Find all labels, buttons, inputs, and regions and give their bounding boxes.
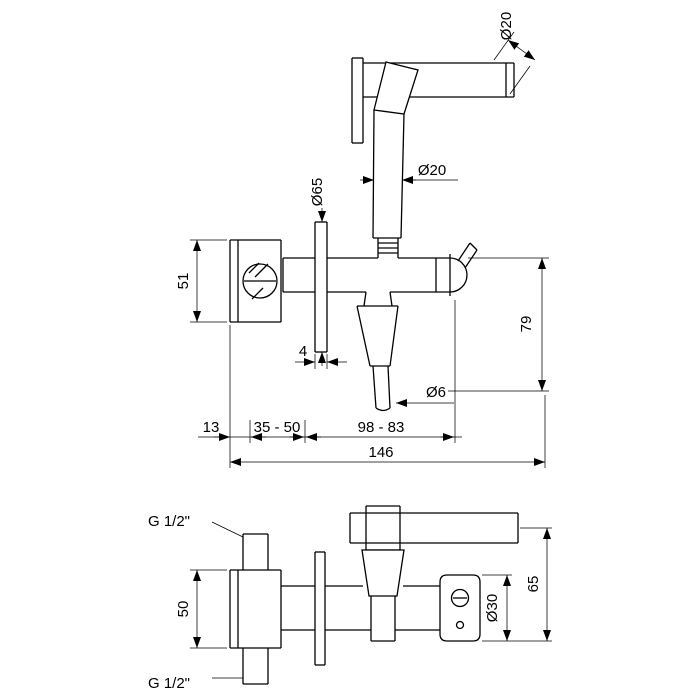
front-view: Ø20 Ø65 Ø20 [175,12,549,468]
body-top-view [281,585,440,631]
arm-diameter-dimension: Ø20 [493,12,536,95]
inlet-connection-top: G 1/2" [148,513,269,570]
dim-label-flange-diameter: Ø65 [309,178,326,206]
valve-body-top [229,569,282,649]
depth-dimension: 65 [520,527,552,641]
dim-label-handle-diameter: Ø20 [418,162,446,179]
dim-label-flange-thickness: 4 [299,343,307,360]
dim-label-valve-height: 51 [175,273,192,290]
thread-label-top: G 1/2" [148,513,190,530]
top-view: G 1/2" G 1/2" [148,505,552,692]
outlet-connection-bottom: G 1/2" [148,648,269,692]
dim-label-valve-width: 50 [175,601,192,618]
cartridge-top-view [439,574,481,642]
outlet-drop-dimension: 79 [448,257,549,392]
dim-label-wall-offset: 13 [203,419,220,436]
valve-height-dimension: 51 [175,239,227,323]
dim-label-adjust-range: 35 - 50 [254,419,301,436]
dim-label-spout-diameter: Ø6 [426,384,446,401]
dim-label-overall-width: 146 [368,444,393,461]
control-valve-body [229,239,282,323]
dim-label-knob-diameter: Ø30 [484,594,501,622]
flange-thickness-dimension: 4 [295,343,347,369]
dim-label-projection-range: 98 - 83 [358,419,405,436]
mixer-body [282,242,478,296]
flange-diameter-dimension: Ø65 [309,178,326,366]
flange-top-view [314,551,326,666]
spout-diameter-dimension: Ø6 [396,384,454,407]
holder-bar-top-view [349,505,519,551]
dim-label-outlet-drop: 79 [518,316,535,333]
dim-label-arm-diameter: Ø20 [498,12,515,40]
hand-shower-top-view [361,549,405,642]
overall-width-dimension: 146 [230,395,546,468]
valve-width-dimension: 50 [175,569,227,649]
thread-label-bottom: G 1/2" [148,675,190,692]
bottom-chain-dimensions: 13 35 - 50 98 - 83 [198,300,462,468]
spray-nozzle [356,291,399,412]
dim-label-depth: 65 [525,576,542,593]
knob-diameter-dimension: Ø30 [482,574,552,642]
hand-shower [372,61,419,258]
handle-diameter-dimension: Ø20 [360,162,458,184]
wall-flange [314,221,328,353]
